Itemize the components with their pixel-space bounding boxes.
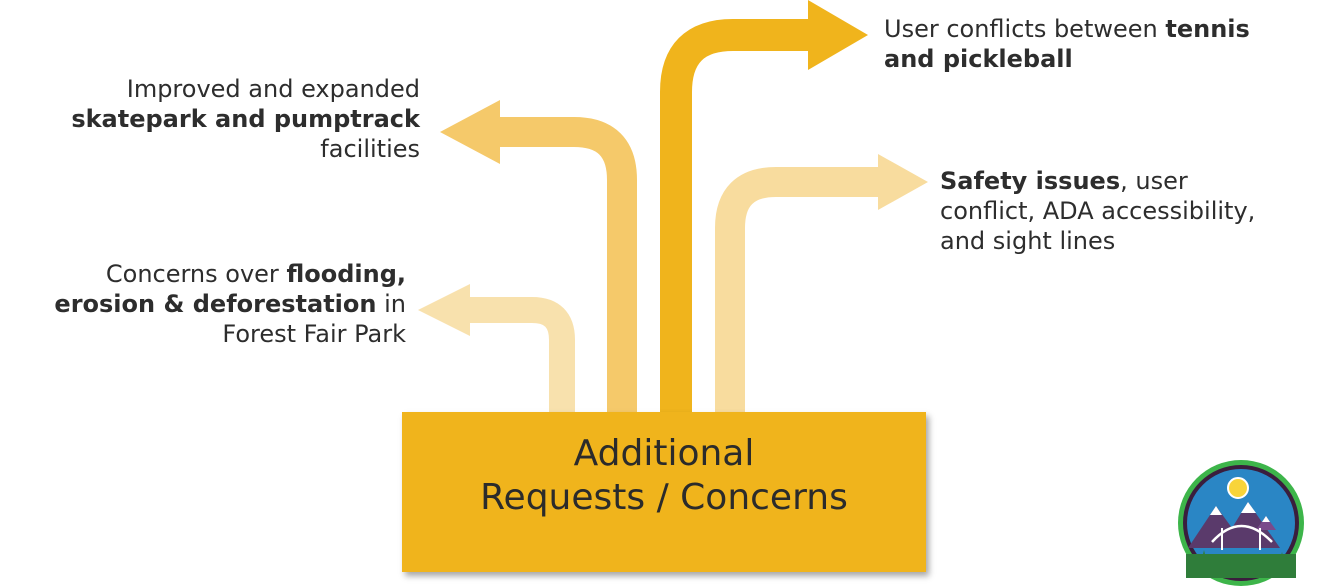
flooding-label-post1: in [376, 290, 406, 318]
skatepark-label-post: facilities [320, 135, 420, 163]
flooding-label-bold1: flooding, [286, 260, 406, 288]
tennis-label-bold2: and pickleball [884, 45, 1073, 73]
safety-label-post3: and sight lines [940, 227, 1116, 255]
safety-label-bold: Safety issues [940, 167, 1121, 195]
skatepark-label-pre: Improved and expanded [126, 75, 420, 103]
mountain-logo-icon [1178, 460, 1304, 586]
safety-arrow [715, 154, 928, 412]
arrows-diagram [418, 0, 928, 412]
central-box: Additional Requests / Concerns [402, 412, 926, 572]
safety-label-post2: conflict, ADA accessibility, [940, 197, 1256, 225]
safety-label-post1: , user [1120, 167, 1188, 195]
tennis-label-pre: User conflicts between [884, 15, 1166, 43]
flooding-label: Concerns over flooding, erosion & defore… [0, 259, 406, 349]
flooding-arrow [418, 284, 575, 412]
tennis-label-bold1: tennis [1165, 15, 1250, 43]
central-box-line1: Additional [573, 433, 755, 474]
flooding-label-post2: Forest Fair Park [222, 320, 406, 348]
flooding-label-bold2: erosion & deforestation [54, 290, 377, 318]
central-box-title: Additional Requests / Concerns [402, 432, 926, 520]
skatepark-label: Improved and expanded skatepark and pump… [0, 74, 420, 164]
skatepark-arrow [440, 100, 637, 412]
tennis-arrow [660, 0, 868, 412]
tennis-label: User conflicts between tennis and pickle… [884, 14, 1324, 74]
central-box-line2: Requests / Concerns [480, 477, 848, 518]
skatepark-label-bold: skatepark and pumptrack [71, 105, 420, 133]
flooding-label-pre: Concerns over [105, 260, 287, 288]
safety-label: Safety issues, user conflict, ADA access… [940, 166, 1340, 256]
